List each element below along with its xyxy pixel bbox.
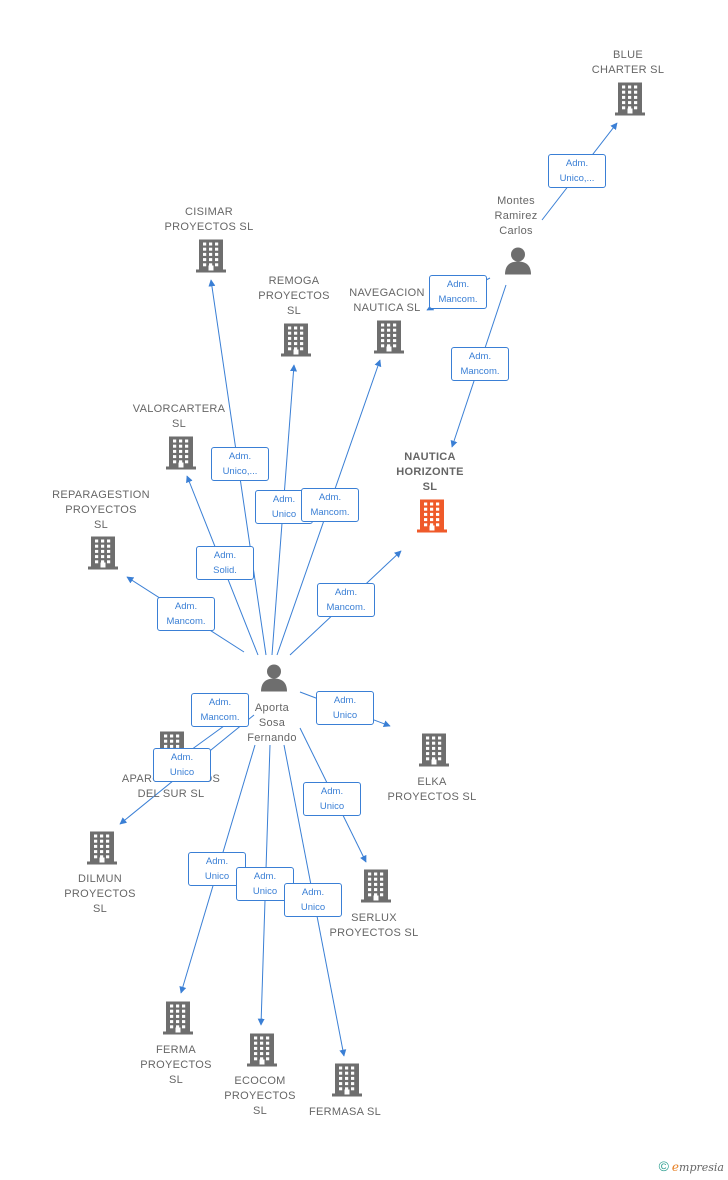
node-fermasa[interactable]: FERMASA SL [309, 1105, 381, 1120]
node-nautica[interactable]: NAUTICA HORIZONTE SL [396, 450, 463, 495]
building-icon[interactable] [374, 320, 404, 359]
node-label: FERMASA SL [308, 1106, 382, 1118]
copyright-symbol: © [658, 1158, 669, 1174]
node-label: SERLUX PROYECTOS SL [329, 912, 419, 939]
node-label: VALORCARTERA SL [132, 403, 226, 430]
building-icon[interactable] [88, 536, 118, 575]
node-label: NAUTICA HORIZONTE SL [396, 451, 464, 493]
edge-label-aporta-aparcamientos[interactable]: Adm. Mancom. [191, 693, 249, 727]
node-label: CISIMAR PROYECTOS SL [164, 206, 254, 233]
node-label: REMOGA PROYECTOS SL [258, 275, 330, 317]
node-reparagestion[interactable]: REPARAGESTION PROYECTOS SL [52, 488, 150, 533]
node-label: Aporta Sosa Fernando [247, 702, 297, 744]
node-aporta[interactable]: Aporta Sosa Fernando [247, 701, 297, 746]
building-icon[interactable] [281, 323, 311, 362]
node-remoga[interactable]: REMOGA PROYECTOS SL [258, 274, 330, 319]
node-label: NAVEGACION NAUTICA SL [349, 287, 425, 314]
edge-label-aporta-dilmun[interactable]: Adm. Unico [153, 748, 211, 782]
node-elka[interactable]: ELKA PROYECTOS SL [388, 775, 477, 805]
edge-label-montes-navegacion[interactable]: Adm. Mancom. [429, 275, 487, 309]
brand-name: mpresia [679, 1161, 724, 1174]
edge-label-aporta-elka[interactable]: Adm. Unico [316, 691, 374, 725]
person-icon[interactable] [259, 663, 289, 698]
building-icon[interactable] [87, 831, 117, 870]
node-cisimar[interactable]: CISIMAR PROYECTOS SL [165, 205, 254, 235]
building-icon[interactable] [361, 869, 391, 908]
edge-label-aporta-cisimar[interactable]: Adm. Unico,... [211, 447, 269, 481]
edge-label-aporta-nautica[interactable]: Adm. Mancom. [317, 583, 375, 617]
node-dilmun[interactable]: DILMUN PROYECTOS SL [64, 872, 136, 917]
node-label: BLUE CHARTER SL [591, 49, 665, 76]
edge-label-montes-blue[interactable]: Adm. Unico,... [548, 154, 606, 188]
building-icon[interactable] [163, 1001, 193, 1040]
brand-initial: e [671, 1160, 680, 1174]
building-icon[interactable] [247, 1033, 277, 1072]
edge-label-aporta-valorcartera[interactable]: Adm. Solid. [196, 546, 254, 580]
node-label: FERMA PROYECTOS SL [140, 1044, 212, 1086]
edge-label-montes-nautica[interactable]: Adm. Mancom. [451, 347, 509, 381]
node-serlux[interactable]: SERLUX PROYECTOS SL [330, 911, 419, 941]
brand-footer[interactable]: ©empresia [659, 1158, 724, 1174]
node-label: ELKA PROYECTOS SL [387, 776, 477, 803]
building-icon[interactable] [615, 82, 645, 121]
building-icon[interactable] [166, 436, 196, 475]
node-label: Montes Ramirez Carlos [494, 195, 538, 237]
building-icon[interactable] [417, 499, 447, 538]
node-navegacion[interactable]: NAVEGACION NAUTICA SL [349, 286, 425, 316]
edge-label-aporta-navegacion[interactable]: Adm. Mancom. [301, 488, 359, 522]
building-icon[interactable] [419, 733, 449, 772]
edge-label-aporta-reparagestion[interactable]: Adm. Mancom. [157, 597, 215, 631]
node-blue[interactable]: BLUE CHARTER SL [592, 48, 664, 78]
node-label: DILMUN PROYECTOS SL [64, 873, 136, 915]
edge-label-aporta-fermasa[interactable]: Adm. Unico [284, 883, 342, 917]
node-montes[interactable]: Montes Ramirez Carlos [494, 194, 537, 239]
node-label: ECOCOM PROYECTOS SL [224, 1075, 296, 1117]
building-icon[interactable] [196, 239, 226, 278]
node-ferma[interactable]: FERMA PROYECTOS SL [140, 1043, 212, 1088]
node-valorcartera[interactable]: VALORCARTERA SL [133, 402, 225, 432]
node-label: REPARAGESTION PROYECTOS SL [52, 489, 150, 531]
person-icon[interactable] [503, 246, 533, 281]
node-ecocom[interactable]: ECOCOM PROYECTOS SL [224, 1074, 296, 1119]
building-icon[interactable] [332, 1063, 362, 1102]
edge-label-aporta-serlux[interactable]: Adm. Unico [303, 782, 361, 816]
